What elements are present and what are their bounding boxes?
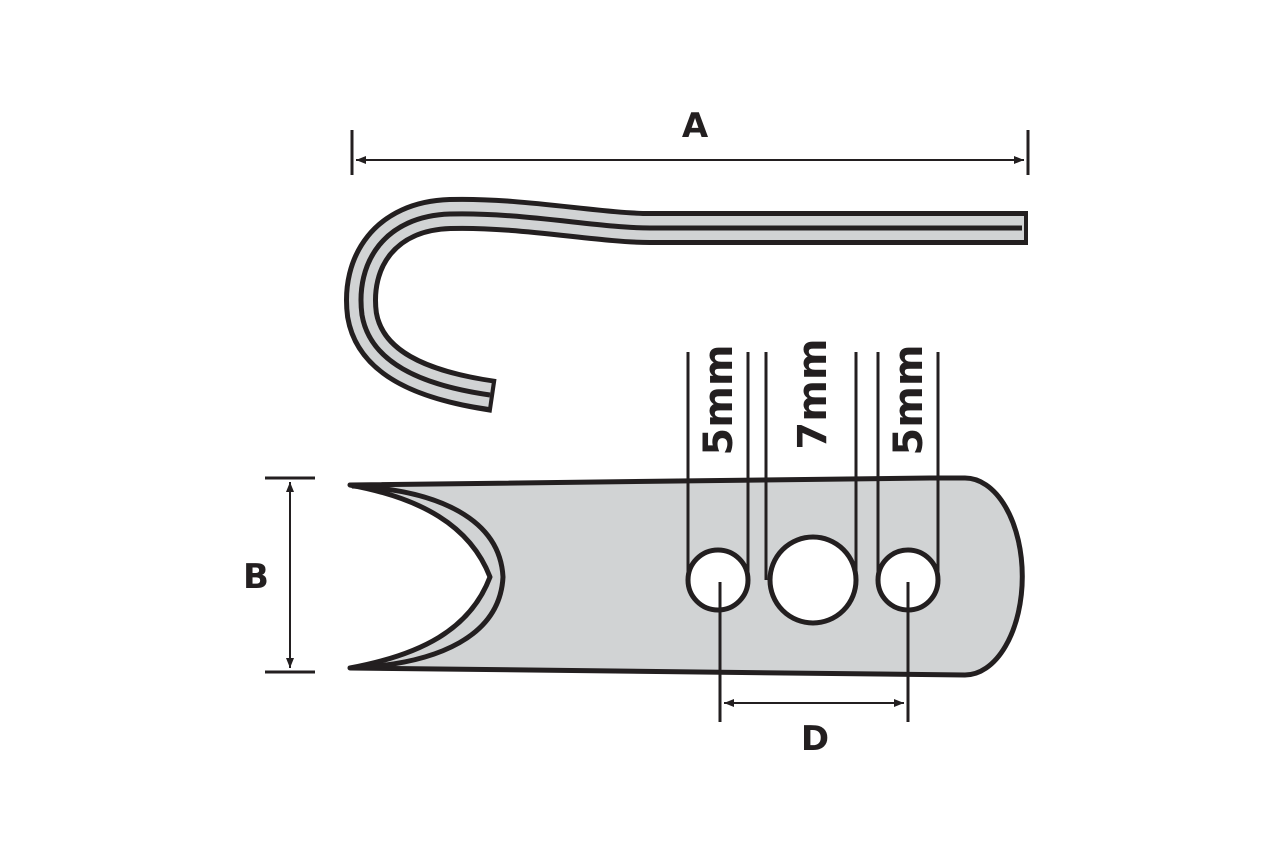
dimension-d: D — [718, 582, 910, 759]
hole-middle — [767, 534, 859, 626]
dimension-b-label: B — [243, 557, 269, 597]
hole-middle-size-label: 7mm — [790, 338, 836, 449]
hole-left-size-label: 5mm — [696, 344, 742, 455]
blade — [347, 475, 1025, 678]
hole-left — [685, 547, 751, 613]
dimension-d-label: D — [801, 719, 829, 759]
dimension-a: A — [350, 106, 1030, 175]
hook — [344, 196, 1028, 413]
dimension-a-label: A — [682, 106, 709, 146]
hole-right-size-label: 5mm — [886, 344, 932, 455]
dimension-b: B — [243, 476, 315, 674]
hole-extension-lines — [686, 352, 940, 580]
